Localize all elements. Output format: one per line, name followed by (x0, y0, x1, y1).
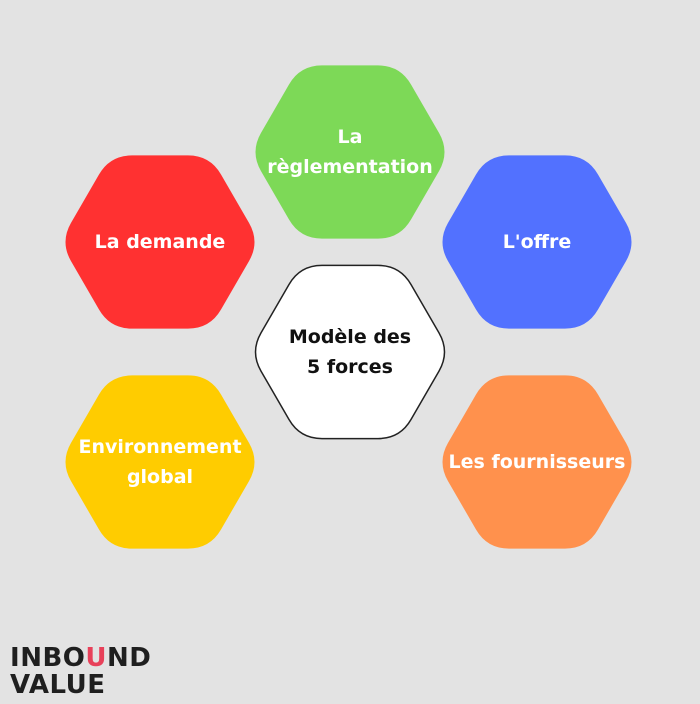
logo-letter: B (42, 643, 63, 673)
hexagon-shape-center (254, 264, 446, 440)
hexagon-shape-demande (65, 155, 255, 329)
hexagon-label-environnement: global (127, 466, 193, 488)
logo-letter: I (10, 643, 21, 673)
hexagon-label-reglementation: règlementation (267, 156, 433, 178)
hexagon-label-center: Modèle des (289, 326, 411, 348)
hexagon-shape-fournisseurs (442, 375, 632, 549)
logo-letter: D (129, 643, 152, 673)
hexagon-label-center: 5 forces (307, 356, 393, 378)
hexagon-label-demande: La demande (95, 231, 226, 253)
logo-letter: O (62, 643, 86, 673)
inbound-value-logo: INBOUND VALUE (10, 645, 151, 699)
hexagon-offre: L'offre (442, 155, 632, 329)
hexagon-shape-reglementation (255, 65, 445, 239)
hexagon-fournisseurs: Les fournisseurs (442, 375, 632, 549)
hexagon-shape-environnement (65, 375, 255, 549)
hexagon-label-environnement: Environnement (78, 436, 241, 458)
logo-line-1: INBOUND (10, 645, 151, 672)
logo-letter: N (20, 643, 43, 673)
hexagon-environnement: Environnement global (65, 375, 255, 549)
hexagon-label-offre: L'offre (503, 231, 572, 253)
logo-letter: N (107, 643, 130, 673)
hexagon-shape-offre (442, 155, 632, 329)
hexagon-demande: La demande (65, 155, 255, 329)
hexagon-label-reglementation: La (338, 126, 363, 148)
hexagon-reglementation: La règlementation (255, 65, 445, 239)
logo-accent-letter: U (85, 643, 108, 673)
hexagon-label-fournisseurs: Les fournisseurs (449, 451, 626, 473)
logo-line-2: VALUE (10, 670, 106, 700)
hexagon-center: Modèle des 5 forces (254, 264, 446, 440)
